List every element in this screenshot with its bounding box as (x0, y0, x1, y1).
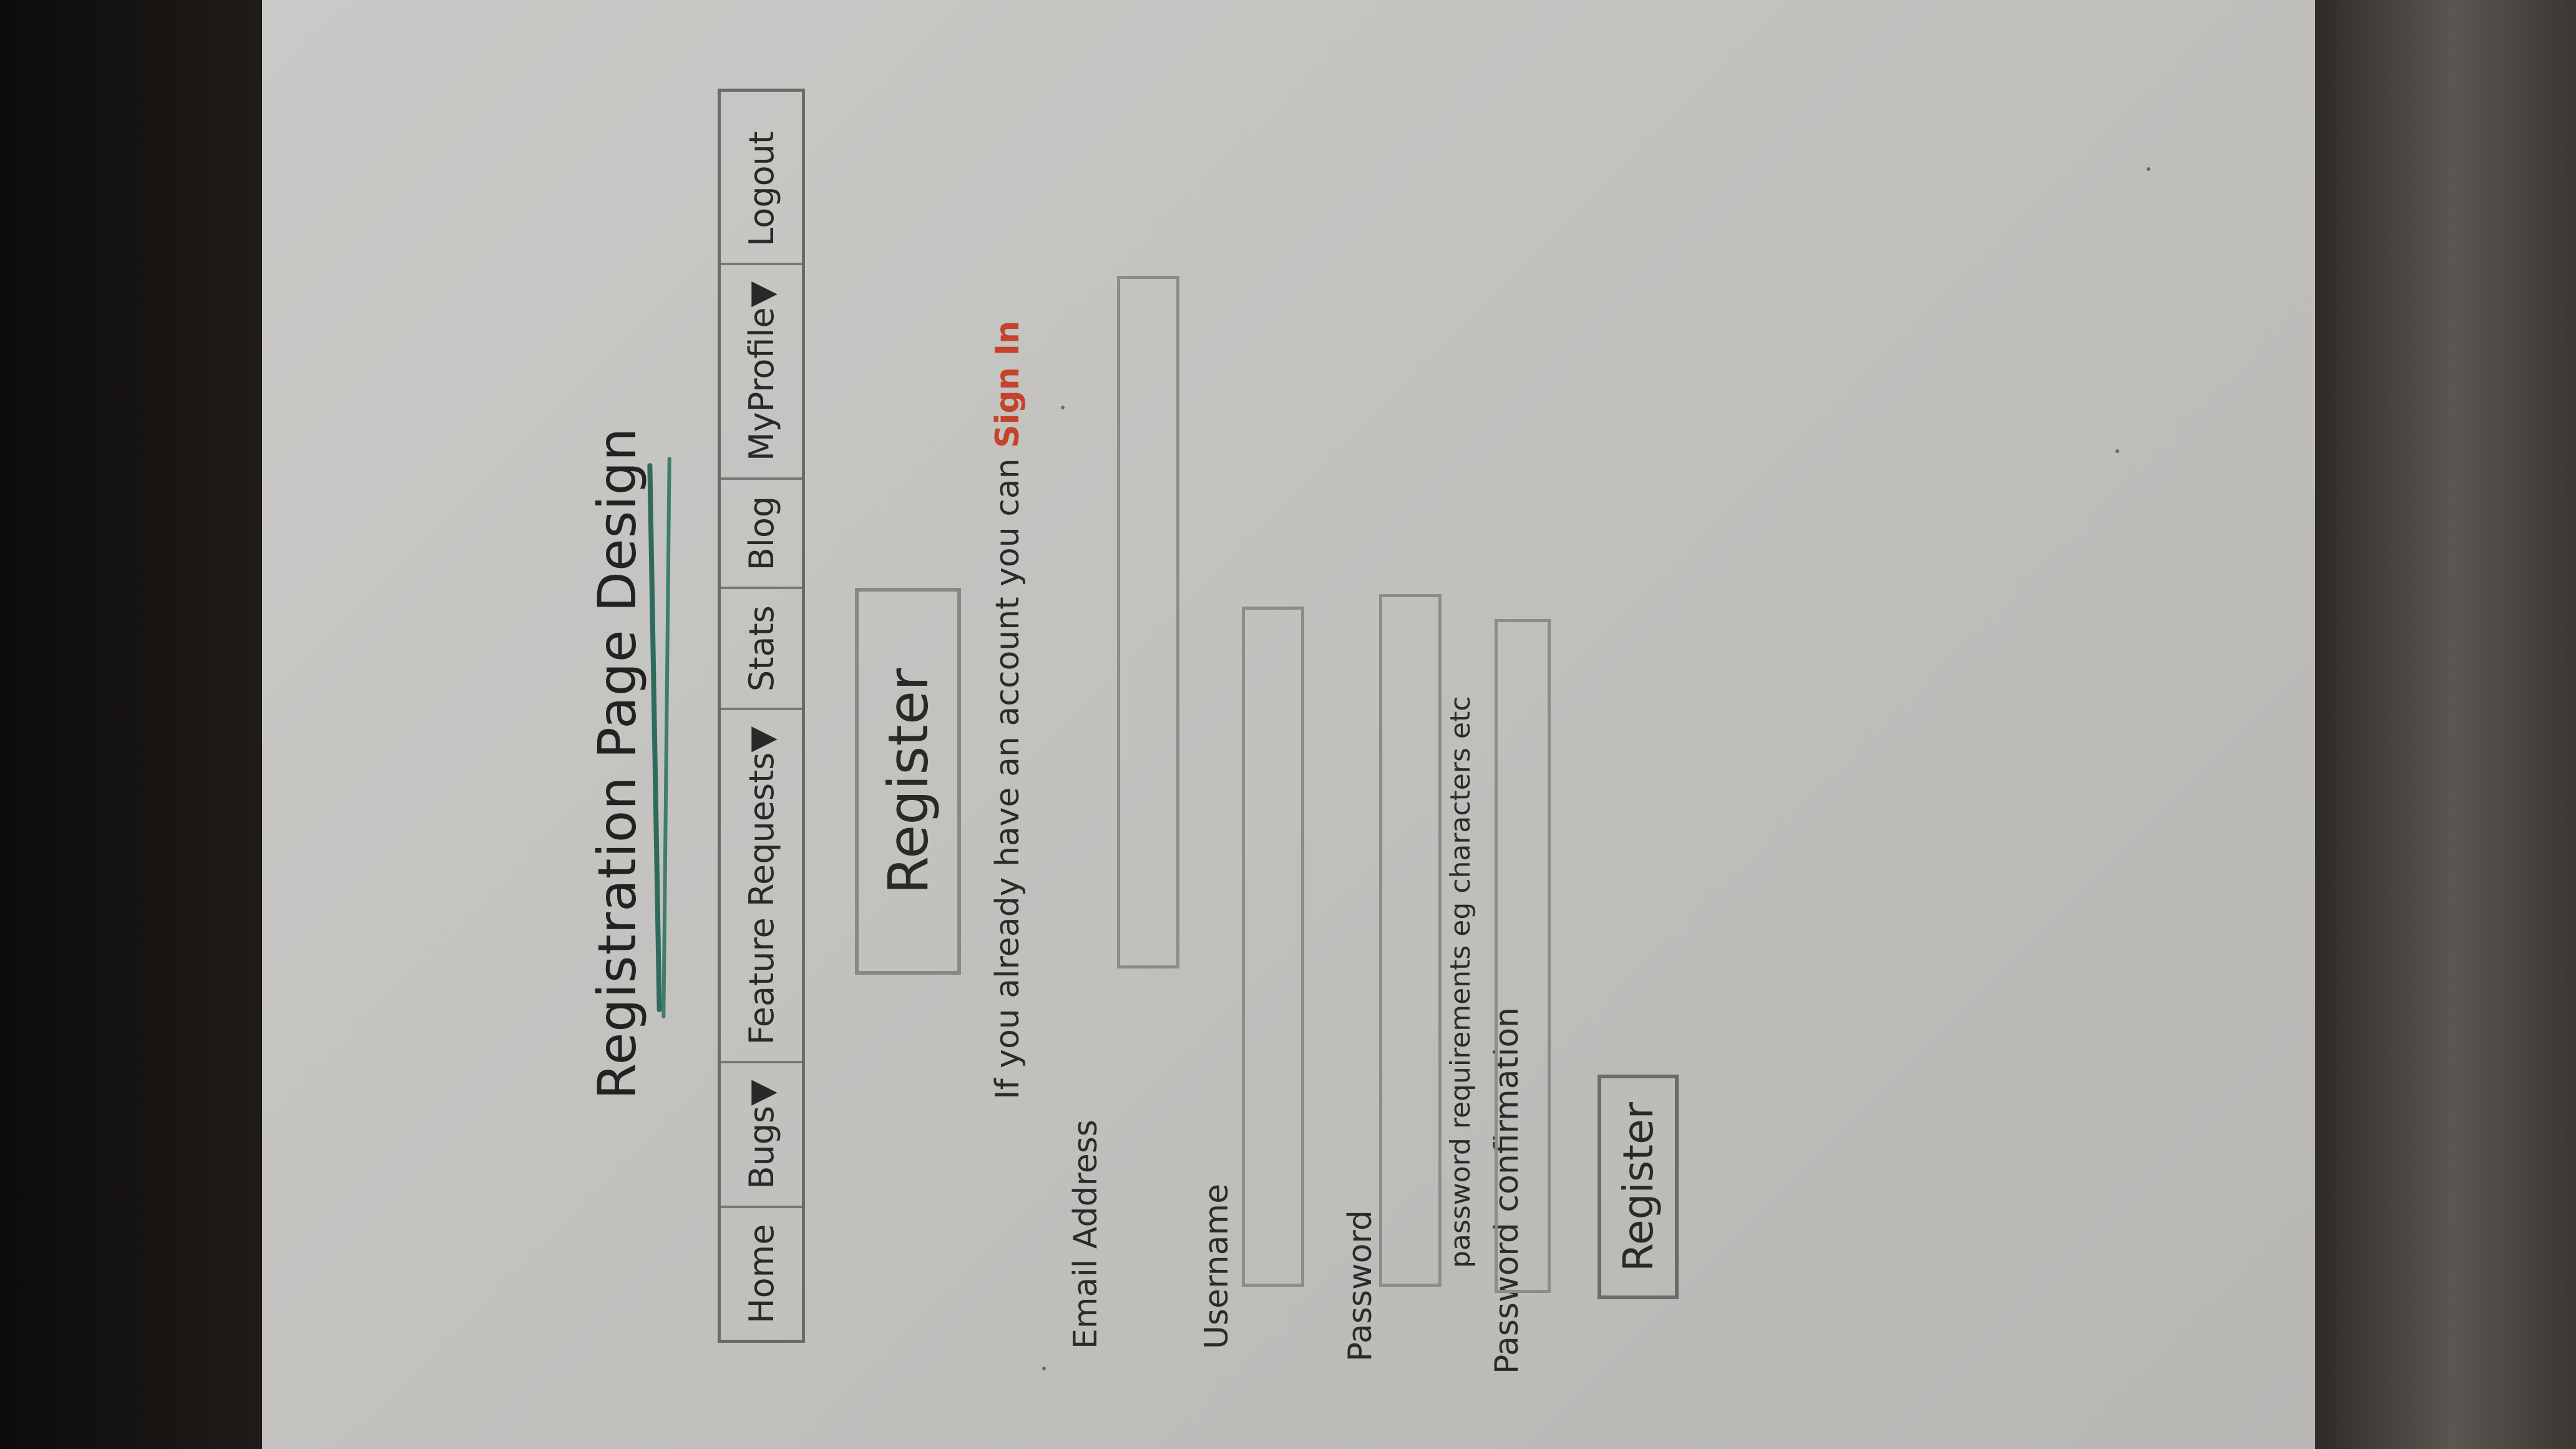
register-button-label: Register (1614, 1102, 1662, 1272)
password-hint: password requirements eg characters etc (1445, 696, 1476, 1268)
register-button[interactable]: Register (1598, 1075, 1679, 1299)
sketch-canvas: Registration Page Design Home Bugs▼ Feat… (262, 0, 2315, 1449)
password-label: Password (1342, 1210, 1379, 1362)
email-label: Email Address (1067, 1120, 1105, 1349)
signin-link[interactable]: Sign In (989, 320, 1027, 448)
title-underline (647, 462, 662, 1013)
password-confirm-field[interactable] (1495, 619, 1551, 1293)
username-label: Username (1198, 1183, 1236, 1349)
password-field[interactable] (1379, 594, 1442, 1287)
nav-item-stats[interactable]: Stats (721, 587, 802, 708)
signin-prompt-text: If you already have an account you can (989, 447, 1027, 1100)
paper-speck (2115, 449, 2119, 453)
username-field[interactable] (1242, 607, 1304, 1287)
nav-item-home[interactable]: Home (721, 1205, 802, 1340)
table-surface-right (2303, 0, 2576, 1449)
register-heading-box: Register (855, 588, 961, 975)
paper-speck (1061, 406, 1065, 409)
table-surface-left (0, 0, 312, 1449)
title-underline-second (661, 456, 671, 1019)
paper-sheet (262, 0, 2315, 1449)
nav-item-logout[interactable]: Logout (741, 130, 781, 246)
nav-item-blog[interactable]: Blog (721, 477, 802, 587)
paper-speck (2147, 167, 2150, 171)
nav-item-myprofile[interactable]: MyProfile▼ (721, 262, 802, 477)
signin-prompt: If you already have an account you can S… (989, 321, 1027, 1100)
nav-item-bugs[interactable]: Bugs▼ (721, 1061, 802, 1206)
page-title: Registration Page Design (587, 427, 648, 1100)
nav-item-feature-requests[interactable]: Feature Requests▼ (721, 708, 802, 1061)
email-field[interactable] (1117, 276, 1179, 968)
paper-speck (1042, 1367, 1046, 1370)
register-heading: Register (876, 668, 940, 895)
nav-bar: Home Bugs▼ Feature Requests▼ Stats Blog … (718, 89, 805, 1343)
